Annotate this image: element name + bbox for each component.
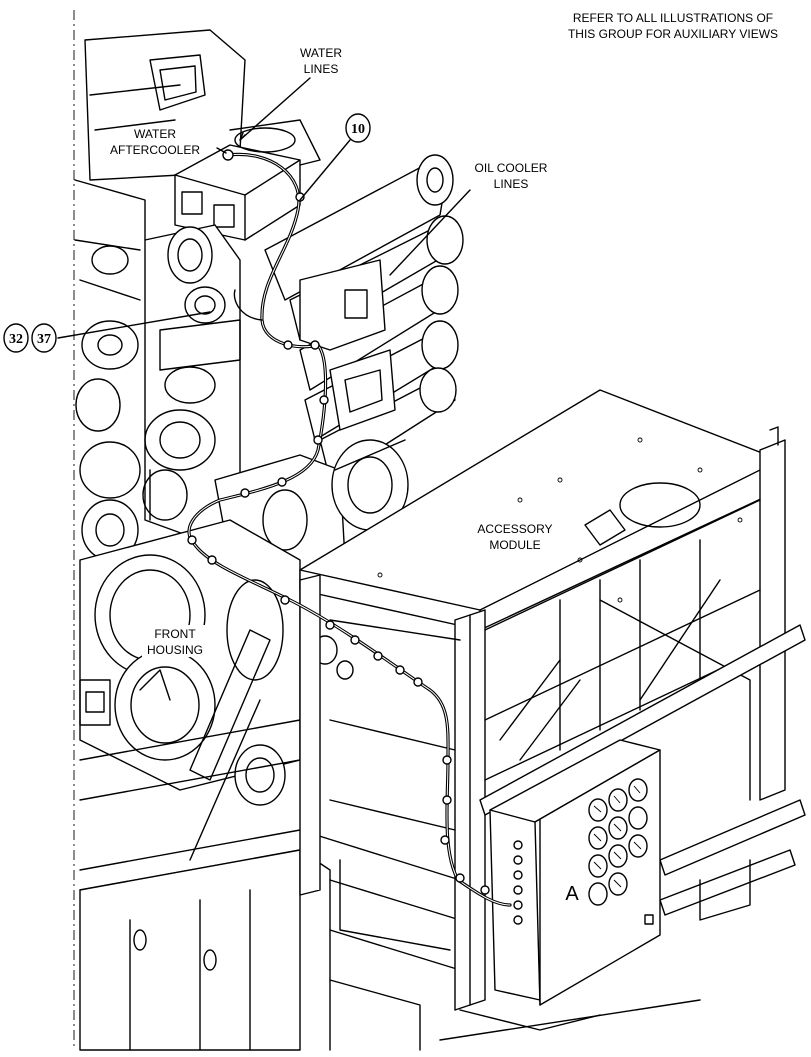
callout-32-text: 32	[9, 332, 23, 347]
control-panel-a: A	[489, 739, 661, 1006]
front-housing-line1: FRONT	[154, 627, 196, 641]
header-note: REFER TO ALL ILLUSTRATIONS OF THIS GROUP…	[568, 11, 778, 41]
header-note-line2: THIS GROUP FOR AUXILIARY VIEWS	[568, 27, 778, 41]
accessory-module-line1: ACCESSORY	[477, 522, 552, 536]
label-oil-cooler-lines: OIL COOLER LINES	[475, 161, 548, 191]
water-lines-line2: LINES	[304, 62, 339, 76]
front-housing-line2: HOUSING	[147, 643, 203, 657]
gauge-dial-icons	[588, 778, 648, 906]
header-note-line1: REFER TO ALL ILLUSTRATIONS OF	[573, 11, 773, 25]
leader-arrow-icons	[57, 77, 471, 339]
callout-balloon-10: 10	[345, 113, 371, 143]
water-lines-line1: WATER	[300, 46, 342, 60]
engine-block	[74, 29, 464, 806]
water-aftercooler-line1: WATER	[134, 127, 176, 141]
callout-balloon-37: 37	[31, 323, 57, 353]
label-front-housing: FRONT HOUSING	[142, 625, 210, 657]
label-water-lines: WATER LINES	[300, 46, 342, 76]
label-accessory-module: ACCESSORY MODULE	[477, 522, 552, 552]
callout-balloon-32: 32	[3, 323, 29, 353]
oil-cooler-line1: OIL COOLER	[475, 161, 548, 175]
view-letter-a: A	[565, 883, 579, 905]
accessory-module	[299, 389, 806, 1011]
oil-cooler-line2: LINES	[494, 177, 529, 191]
connector-icons	[513, 840, 523, 925]
water-aftercooler-line2: AFTERCOOLER	[110, 143, 200, 157]
label-water-aftercooler: WATER AFTERCOOLER	[110, 127, 200, 157]
harness-clips	[187, 149, 490, 895]
callout-10-text: 10	[351, 122, 365, 137]
wiring-harness	[187, 149, 512, 907]
callout-37-text: 37	[37, 332, 51, 347]
base-frame	[79, 629, 701, 1051]
accessory-module-line2: MODULE	[489, 538, 540, 552]
